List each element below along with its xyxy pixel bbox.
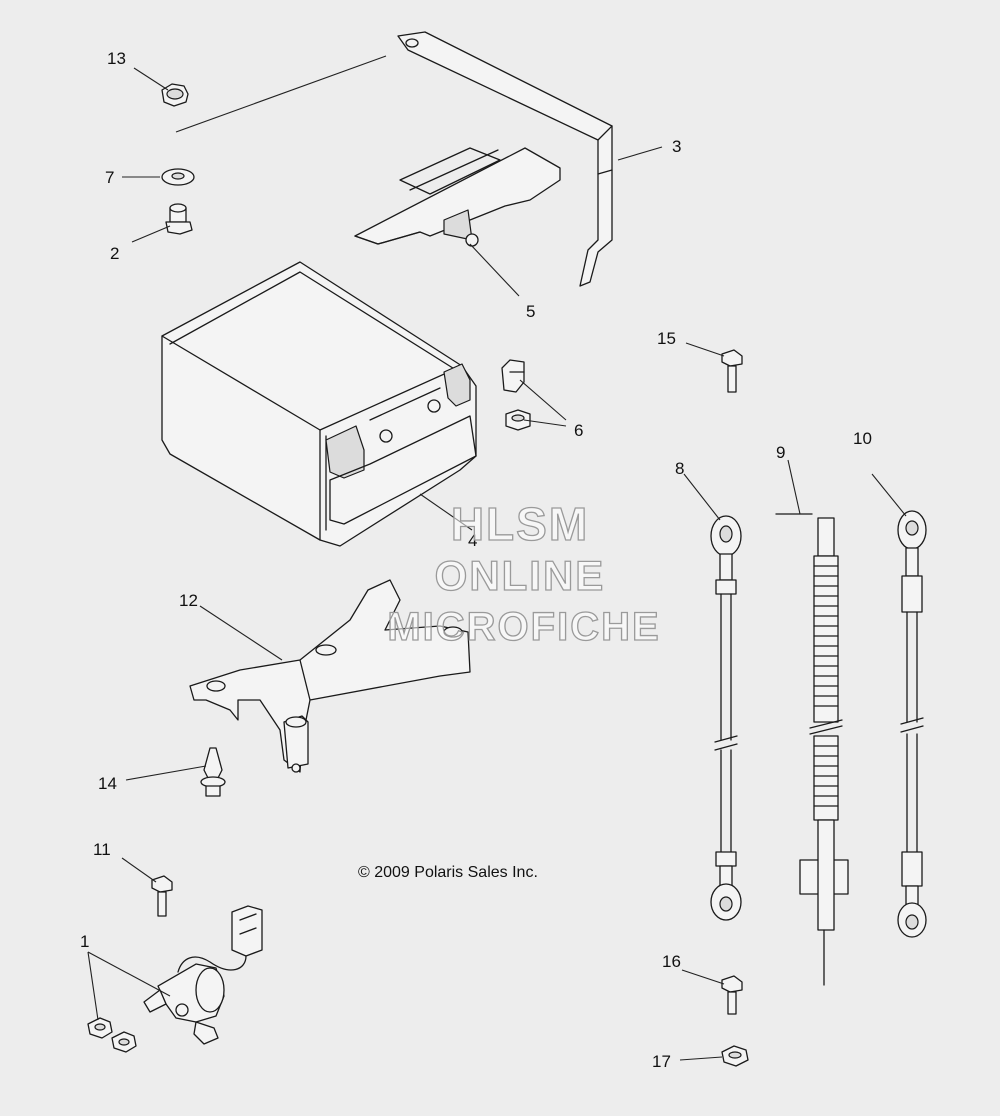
callout-6[interactable]: 6 bbox=[574, 421, 583, 440]
callout-14[interactable]: 14 bbox=[98, 774, 117, 793]
part-15-bolt[interactable] bbox=[721, 349, 743, 393]
callout-7[interactable]: 7 bbox=[105, 168, 114, 187]
part-9-ground-cable[interactable] bbox=[775, 513, 849, 986]
part-11-bolt[interactable] bbox=[151, 875, 173, 917]
part-5-battery-pad[interactable] bbox=[354, 147, 561, 247]
strap-alignment-line bbox=[175, 55, 387, 133]
part-1-nut-a[interactable] bbox=[87, 1017, 113, 1039]
part-14-push-rivet[interactable] bbox=[200, 747, 226, 797]
watermark-line-2: ONLINE bbox=[435, 552, 606, 599]
callouts: 13 7 2 3 5 6 15 8 9 10 4 12 14 11 1 16 1… bbox=[80, 49, 872, 1071]
callout-16[interactable]: 16 bbox=[662, 952, 681, 971]
callout-1[interactable]: 1 bbox=[80, 932, 89, 951]
callout-11[interactable]: 11 bbox=[93, 840, 111, 859]
part-6-terminal-nut[interactable] bbox=[505, 409, 531, 431]
part-4-battery[interactable] bbox=[161, 261, 477, 547]
part-7-washer[interactable] bbox=[161, 168, 195, 186]
part-12-battery-tray[interactable] bbox=[189, 579, 471, 773]
callout-13[interactable]: 13 bbox=[107, 49, 126, 68]
callout-3[interactable]: 3 bbox=[672, 137, 681, 156]
part-3-hold-down-strap[interactable] bbox=[397, 31, 613, 287]
part-8-battery-cable[interactable] bbox=[710, 515, 742, 921]
part-17-nut[interactable] bbox=[721, 1045, 749, 1067]
part-6-terminal-bolt[interactable] bbox=[501, 359, 525, 393]
callout-4[interactable]: 4 bbox=[468, 531, 477, 550]
part-10-battery-cable[interactable] bbox=[897, 510, 927, 938]
callout-8[interactable]: 8 bbox=[675, 459, 684, 478]
leader-lines bbox=[87, 67, 907, 1061]
watermark: HLSM ONLINE MICROFICHE bbox=[387, 497, 660, 649]
part-1-solenoid[interactable] bbox=[143, 905, 263, 1045]
part-1-nut-b[interactable] bbox=[111, 1031, 137, 1053]
callout-10[interactable]: 10 bbox=[853, 429, 872, 448]
callout-2[interactable]: 2 bbox=[110, 244, 119, 263]
callout-17[interactable]: 17 bbox=[652, 1052, 671, 1071]
callout-12[interactable]: 12 bbox=[179, 591, 198, 610]
part-13-nut[interactable] bbox=[161, 83, 189, 107]
callout-9[interactable]: 9 bbox=[776, 443, 785, 462]
copyright-notice: © 2009 Polaris Sales Inc. bbox=[358, 864, 538, 881]
part-16-bolt[interactable] bbox=[721, 975, 743, 1015]
watermark-line-3: MICROFICHE bbox=[387, 605, 660, 649]
callout-15[interactable]: 15 bbox=[657, 329, 676, 348]
part-2-bolt[interactable] bbox=[165, 203, 193, 235]
callout-5[interactable]: 5 bbox=[526, 302, 535, 321]
watermark-line-1: HLSM bbox=[451, 498, 589, 550]
